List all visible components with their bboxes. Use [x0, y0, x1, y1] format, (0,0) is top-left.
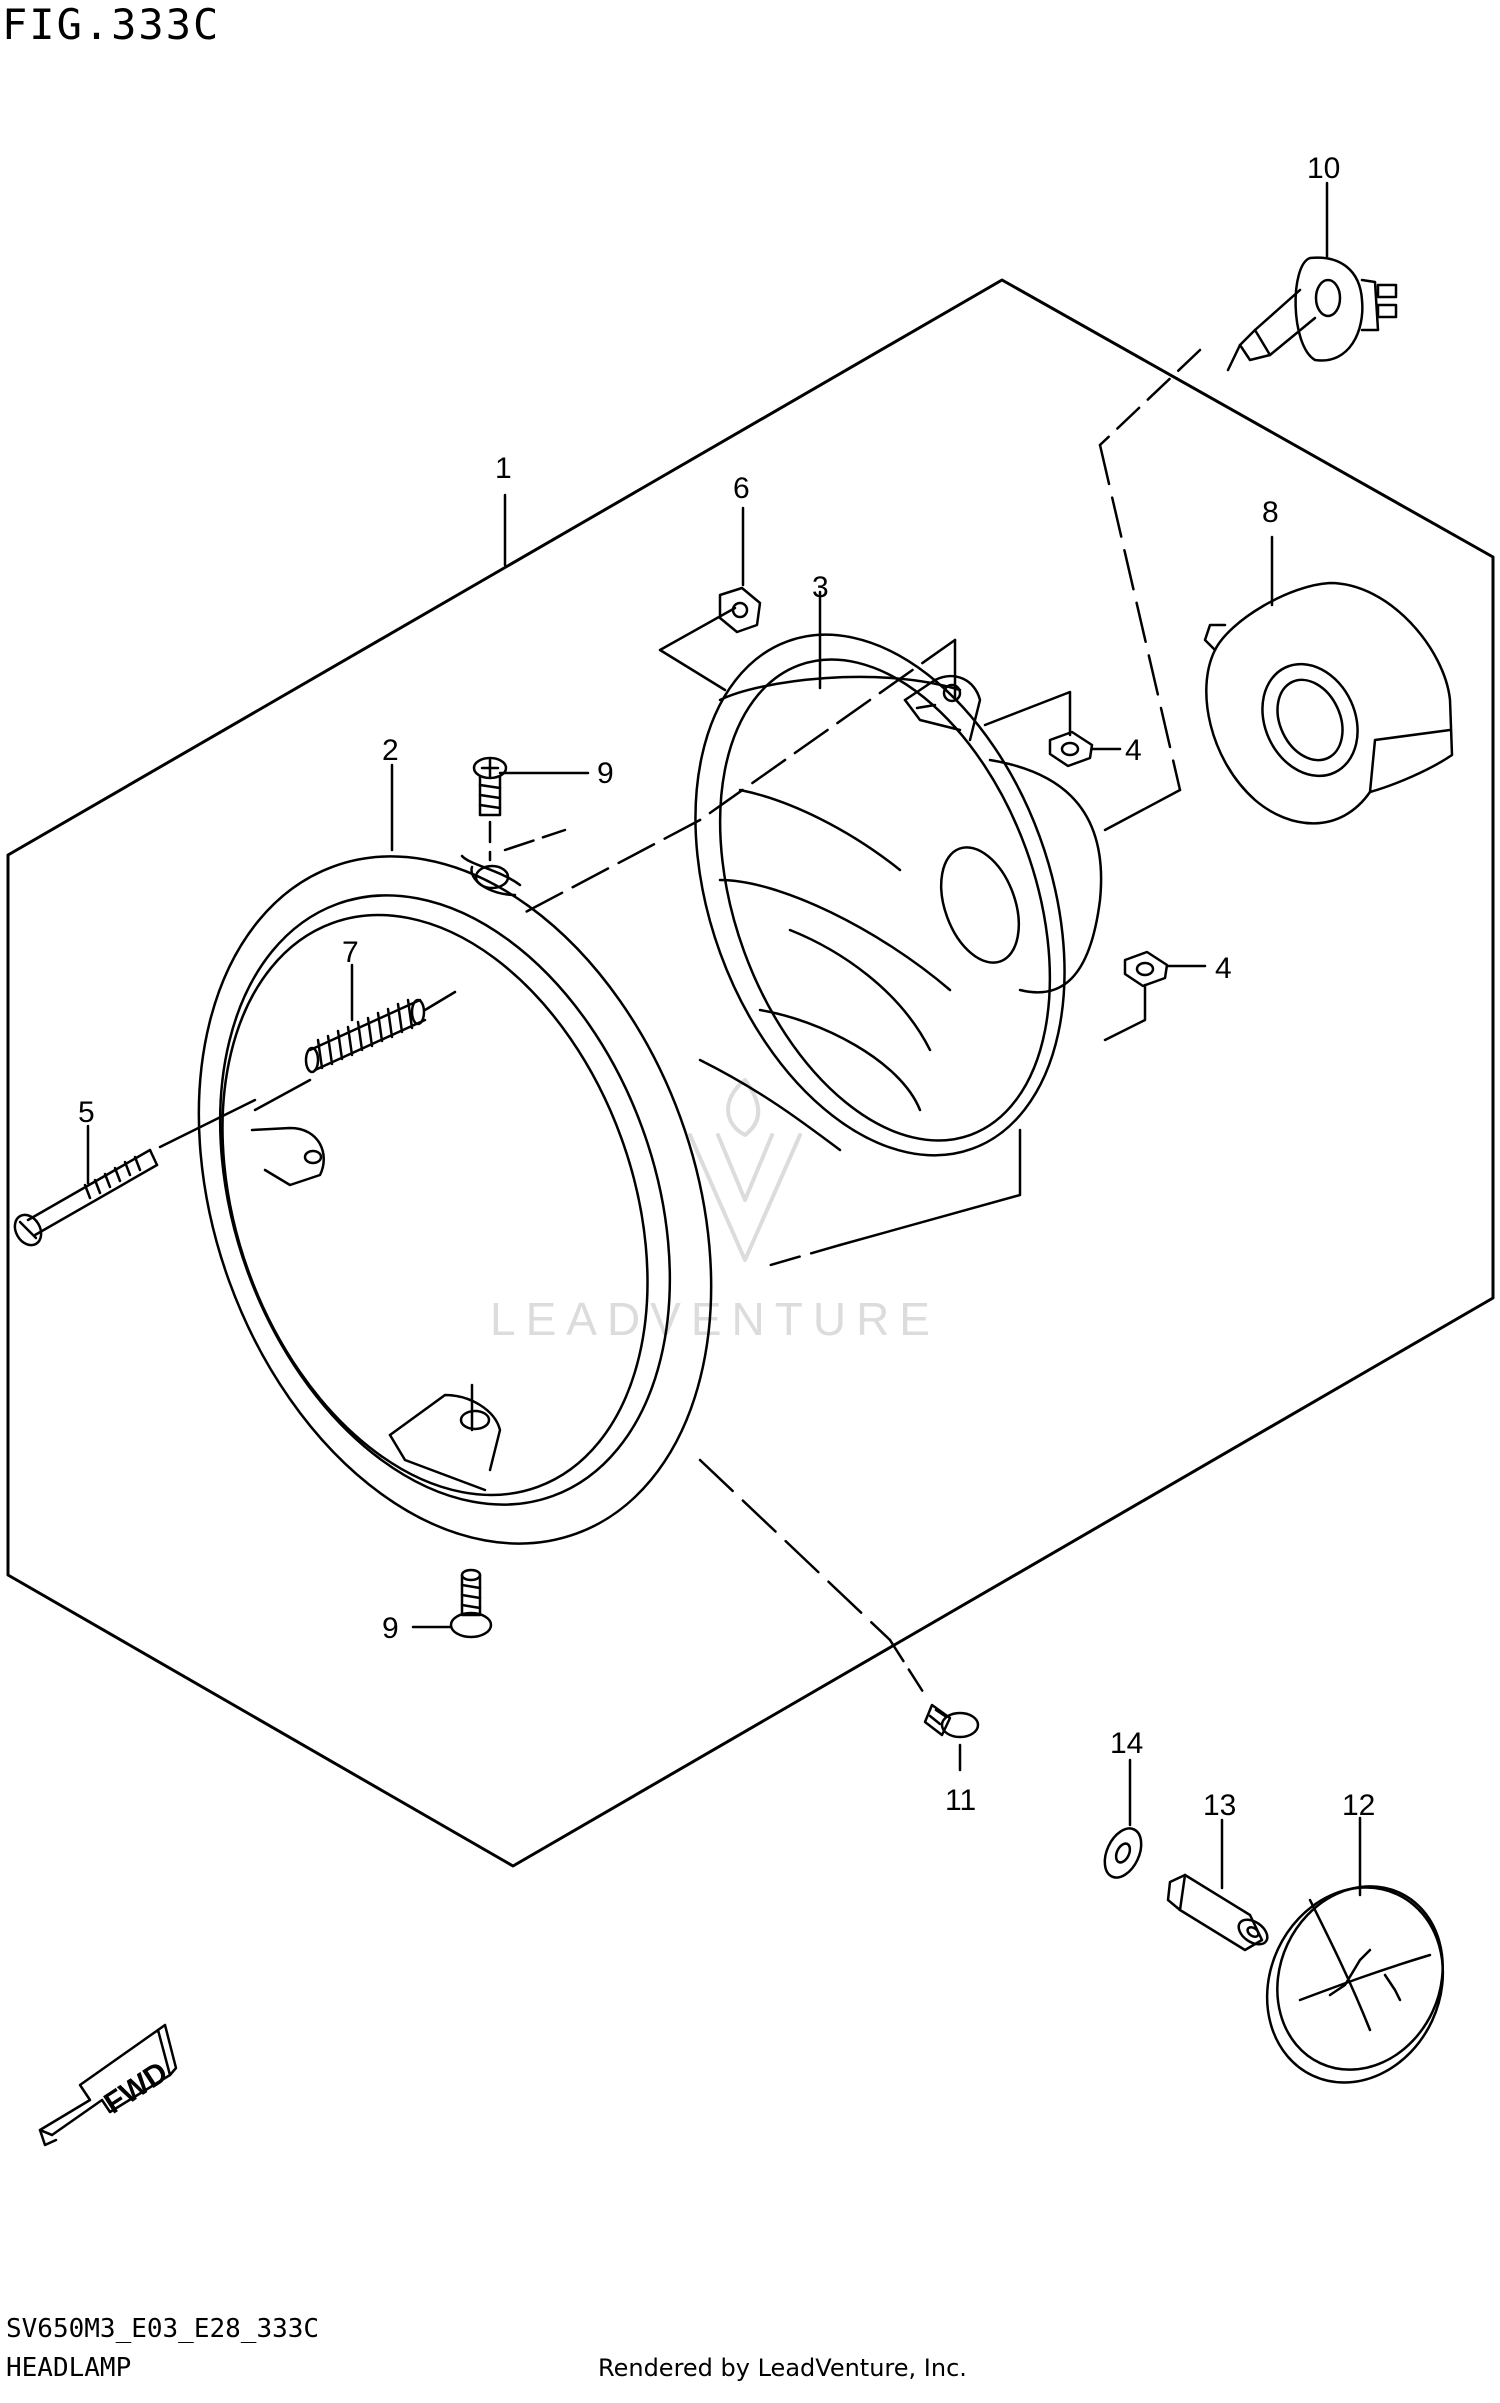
dust-cover — [1203, 581, 1454, 825]
callout-4-lower: 4 — [1215, 952, 1232, 985]
headlight-unit — [694, 633, 1103, 1157]
callout-4-upper: 4 — [1125, 734, 1142, 767]
adjusting-screw — [13, 1148, 159, 1247]
cap — [1265, 1885, 1445, 2084]
callout-3: 3 — [812, 571, 829, 604]
callout-14: 14 — [1110, 1727, 1143, 1760]
figure-code: SV650M3_E03_E28_333C — [6, 2314, 320, 2344]
callout-2: 2 — [382, 734, 399, 767]
callout-5: 5 — [78, 1096, 95, 1129]
callout-13: 13 — [1203, 1789, 1236, 1822]
nut-4-lower — [1123, 950, 1169, 988]
adjuster-spring — [304, 998, 427, 1074]
headlight-bulb — [1226, 256, 1398, 372]
screw-11 — [923, 1703, 980, 1739]
callout-10: 10 — [1307, 152, 1340, 185]
screw-9-lower — [449, 1568, 493, 1639]
callout-1: 1 — [495, 452, 512, 485]
nut-6 — [718, 586, 762, 634]
callout-8: 8 — [1262, 496, 1279, 529]
callout-7: 7 — [342, 936, 359, 969]
forward-direction-arrow — [38, 2023, 178, 2147]
render-credit: Rendered by LeadVenture, Inc. — [598, 2354, 967, 2382]
figure-subtitle: HEADLAMP — [6, 2353, 132, 2383]
callout-11: 11 — [945, 1784, 976, 1817]
headlight-rim — [197, 854, 713, 1545]
screw-9-upper — [472, 756, 508, 817]
watermark-logo — [688, 1078, 802, 1262]
assembly-boundary — [6, 278, 1495, 1868]
washer — [1103, 1827, 1143, 1879]
spacer — [1166, 1873, 1269, 1952]
callout-6: 6 — [733, 472, 750, 505]
figure-title: FIG.333C — [2, 0, 221, 49]
callout-9-lower: 9 — [382, 1612, 399, 1645]
watermark-text: LEADVENTURE — [490, 1293, 940, 1345]
nut-4-upper — [1048, 730, 1094, 768]
callout-9-upper: 9 — [597, 757, 614, 790]
callout-12: 12 — [1342, 1789, 1375, 1822]
